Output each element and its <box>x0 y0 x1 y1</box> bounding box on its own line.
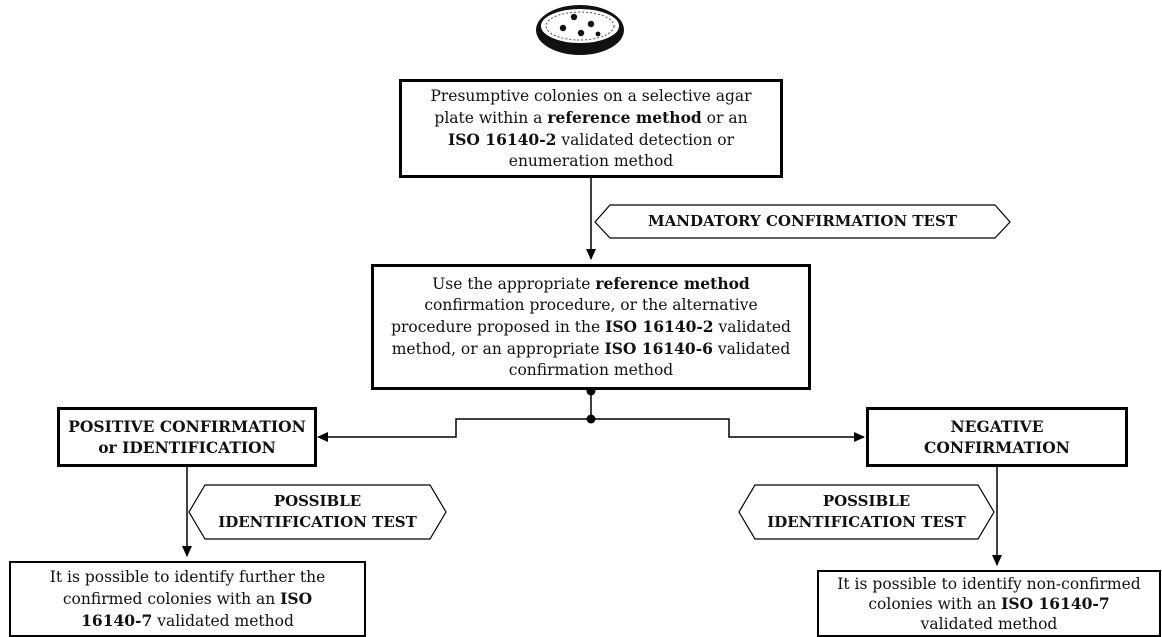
text-run: confirmation procedure, or the alternati… <box>391 296 758 336</box>
identification-test-left-line2: IDENTIFICATION TEST <box>218 513 417 531</box>
positive-confirmation-box: POSITIVE CONFIRMATION or IDENTIFICATION <box>57 407 317 467</box>
bold-text-run: ISO 16140-7 <box>81 588 313 630</box>
identification-test-left-label: POSSIBLE IDENTIFICATION TEST <box>205 485 430 539</box>
mandatory-test-label: MANDATORY CONFIRMATION TEST <box>648 212 957 230</box>
positive-line1: POSITIVE CONFIRMATION <box>68 417 306 436</box>
procedure-box: Use the appropriate reference method con… <box>371 264 811 390</box>
identification-test-left-line1: POSSIBLE <box>273 492 362 510</box>
identification-test-right-hexagon <box>738 484 995 540</box>
petri-dish-icon <box>536 5 624 55</box>
connector-to-negative <box>591 418 865 442</box>
text-run: validated detection or enumeration metho… <box>508 130 735 170</box>
text-run: It is possible to identify non-confirmed… <box>837 574 1141 613</box>
text-run: validated confirmation method <box>508 340 791 379</box>
identification-test-right-line2: IDENTIFICATION TEST <box>767 513 966 531</box>
identification-test-right-label: POSSIBLE IDENTIFICATION TEST <box>755 485 978 539</box>
result-left-text: It is possible to identify further the c… <box>33 567 342 632</box>
result-right-text: It is possible to identify non-confirmed… <box>835 574 1143 634</box>
negative-line1: NEGATIVE <box>950 417 1044 436</box>
bold-text-run: ISO 16140-7 <box>1001 593 1110 613</box>
identification-test-right-line1: POSSIBLE <box>822 492 911 510</box>
text-run: validated method, or an appropriate <box>391 318 791 358</box>
bold-text-run: ISO 16140-2 <box>605 317 714 336</box>
text-run: validated method <box>152 611 294 630</box>
text-run: It is possible to identify further the c… <box>49 567 326 608</box>
text-run: validated method <box>920 614 1058 633</box>
result-left-box: It is possible to identify further the c… <box>9 561 366 637</box>
bold-text-run: ISO 16140-6 <box>604 339 713 358</box>
text-run: Presumptive colonies on a selective agar… <box>430 86 752 127</box>
mandatory-test-hexagon <box>594 204 1011 239</box>
text-run: or an <box>701 108 748 127</box>
result-right-box: It is possible to identify non-confirmed… <box>817 570 1161 637</box>
start-box-text: Presumptive colonies on a selective agar… <box>420 86 762 172</box>
positive-line2: or IDENTIFICATION <box>98 438 276 457</box>
bold-text-run: reference method <box>547 107 702 127</box>
bold-text-run: reference method <box>595 274 750 293</box>
procedure-box-text: Use the appropriate reference method con… <box>388 273 794 381</box>
negative-confirmation-box: NEGATIVE CONFIRMATION <box>866 407 1128 467</box>
connector-to-positive <box>317 418 591 442</box>
identification-test-left-hexagon <box>188 484 447 540</box>
start-box: Presumptive colonies on a selective agar… <box>399 79 783 178</box>
text-run: Use the appropriate <box>432 275 596 293</box>
bold-text-run: ISO 16140-2 <box>447 129 557 149</box>
negative-line2: CONFIRMATION <box>924 438 1070 457</box>
